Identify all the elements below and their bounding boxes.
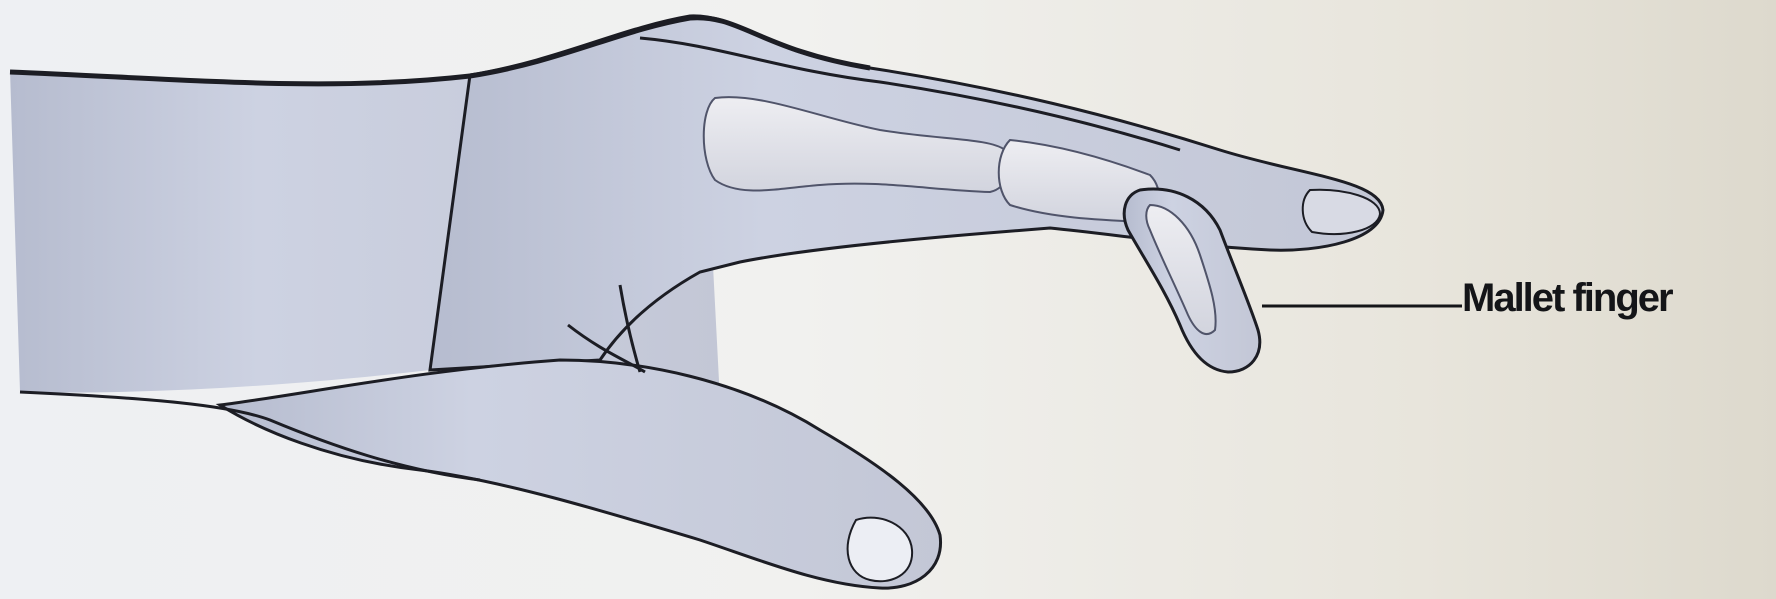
mallet-finger-label: Mallet finger	[1462, 278, 1672, 318]
thumb	[220, 360, 941, 588]
